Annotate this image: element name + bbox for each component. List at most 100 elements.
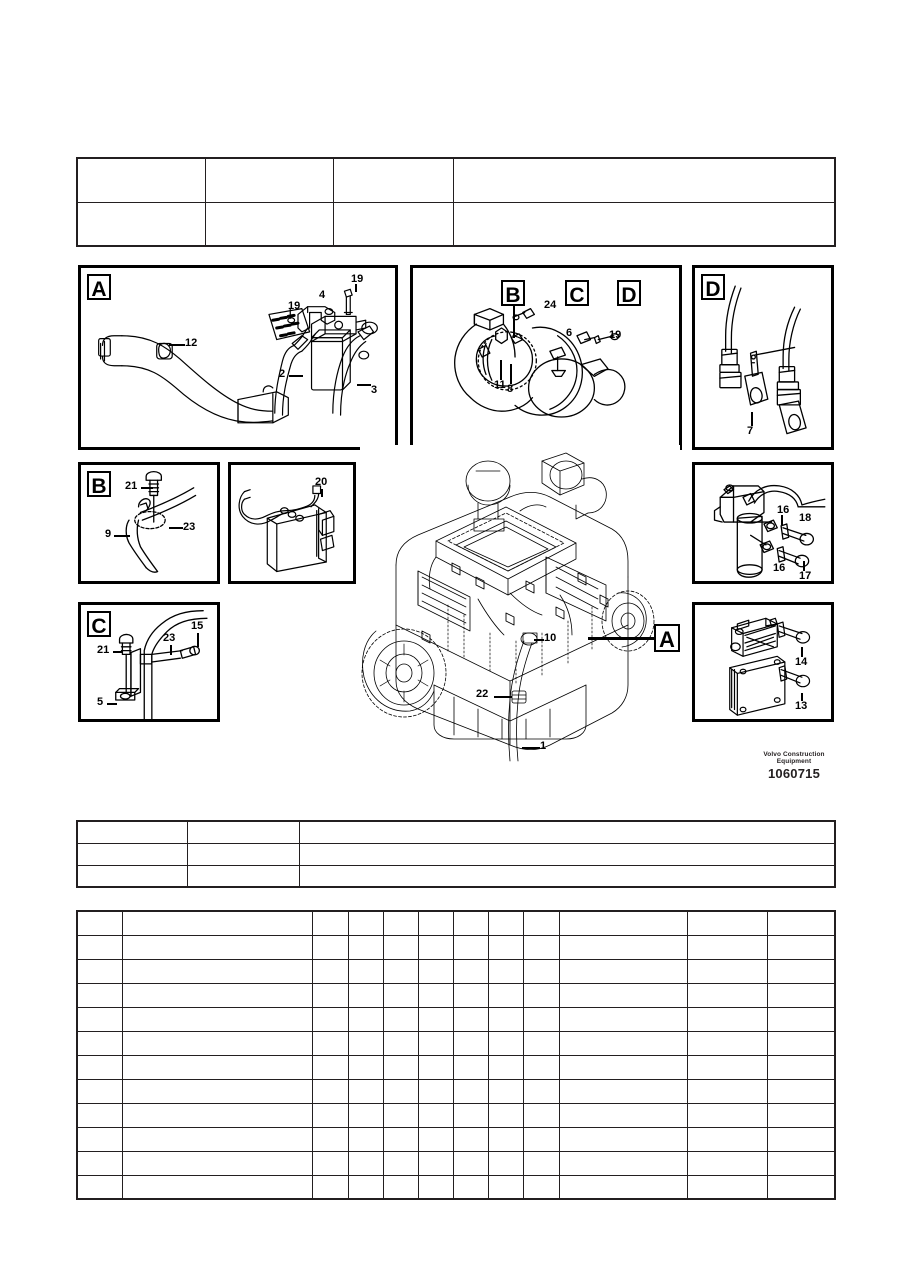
table-cell [452, 157, 836, 203]
table-cell [298, 864, 836, 888]
table-cell [452, 1126, 489, 1152]
table-cell [382, 1126, 419, 1152]
table-cell [558, 1174, 688, 1200]
table-cell [452, 934, 489, 960]
table-row [76, 1054, 836, 1080]
panel-b-left-artwork [81, 465, 217, 581]
table-cell [558, 958, 688, 984]
table-cell [452, 1054, 489, 1080]
table-cell [76, 910, 123, 936]
table-cell [487, 910, 524, 936]
table-cell [686, 1078, 768, 1104]
callout-17: 17 [799, 570, 812, 582]
table-cell [76, 1030, 123, 1056]
table-cell [417, 1102, 454, 1128]
table-cell [76, 201, 206, 247]
table-cell [121, 1006, 313, 1032]
table-cell [76, 1102, 123, 1128]
panel-tag-a-engine: A [654, 624, 680, 652]
table-cell [417, 934, 454, 960]
callout-24: 24 [544, 299, 557, 311]
table-cell [558, 1102, 688, 1128]
watermark-brand-line2: Equipment [776, 758, 812, 766]
parts-list-table [76, 910, 836, 1200]
table-cell [347, 1102, 384, 1128]
table-cell [76, 1078, 123, 1104]
callout-8: 8 [507, 383, 514, 395]
leader-line [114, 535, 130, 537]
table-cell [766, 1030, 836, 1056]
table-cell [347, 910, 384, 936]
table-cell [382, 1150, 419, 1176]
callout-19a: 19 [288, 300, 301, 312]
table-row [76, 1174, 836, 1200]
table-cell [121, 1126, 313, 1152]
table-cell [311, 982, 349, 1008]
panel-control-unit-artwork [695, 605, 831, 719]
table-cell [558, 1006, 688, 1032]
leader-line [588, 637, 654, 640]
leader-line [751, 412, 753, 426]
callout-21b: 21 [97, 644, 110, 656]
table-cell [558, 910, 688, 936]
table-cell [766, 1006, 836, 1032]
table-cell [452, 1006, 489, 1032]
table-cell [347, 1174, 384, 1200]
table-cell [417, 1174, 454, 1200]
table-row [76, 157, 836, 203]
table-cell [332, 157, 454, 203]
table-cell [382, 958, 419, 984]
leader-line [781, 515, 783, 525]
leader-line [522, 747, 540, 749]
table-cell [487, 1078, 524, 1104]
callout-23b: 23 [163, 632, 176, 644]
table-cell [347, 1054, 384, 1080]
table-cell [417, 1078, 454, 1104]
table-cell [522, 1174, 560, 1200]
table-cell [686, 1174, 768, 1200]
table-cell [311, 1030, 349, 1056]
table-cell [452, 1150, 489, 1176]
callout-6: 6 [566, 327, 573, 339]
table-cell [121, 958, 313, 984]
table-cell [311, 1006, 349, 1032]
table-cell [76, 934, 123, 960]
panel-ecu-artwork [231, 465, 353, 581]
table-cell [382, 1030, 419, 1056]
table-row [76, 820, 836, 844]
table-cell [686, 1006, 768, 1032]
part-number: 1060715 [767, 765, 820, 781]
table-cell [558, 1054, 688, 1080]
table-row [76, 1030, 836, 1056]
table-cell [487, 1006, 524, 1032]
callout-21a: 21 [125, 480, 138, 492]
leader-line [494, 696, 512, 698]
top-spec-table [76, 157, 836, 247]
table-cell [558, 982, 688, 1008]
table-cell [452, 201, 836, 247]
table-row [76, 842, 836, 866]
table-cell [76, 842, 188, 866]
table-cell [76, 820, 188, 844]
table-cell [766, 1150, 836, 1176]
table-cell [347, 1030, 384, 1056]
panel-bcd-artwork [413, 268, 679, 447]
table-cell [186, 820, 300, 844]
table-cell [487, 1102, 524, 1128]
leader-line [801, 693, 803, 701]
table-cell [686, 934, 768, 960]
callout-4: 4 [319, 289, 326, 301]
table-cell [766, 1126, 836, 1152]
table-cell [522, 934, 560, 960]
table-cell [417, 910, 454, 936]
table-cell [76, 1006, 123, 1032]
table-cell [121, 1150, 313, 1176]
callout-12: 12 [185, 337, 198, 349]
table-cell [311, 1102, 349, 1128]
table-cell [382, 982, 419, 1008]
table-cell [204, 157, 334, 203]
table-cell [382, 1102, 419, 1128]
table-cell [766, 910, 836, 936]
panel-a-artwork [81, 268, 395, 447]
callout-1: 1 [540, 740, 547, 752]
